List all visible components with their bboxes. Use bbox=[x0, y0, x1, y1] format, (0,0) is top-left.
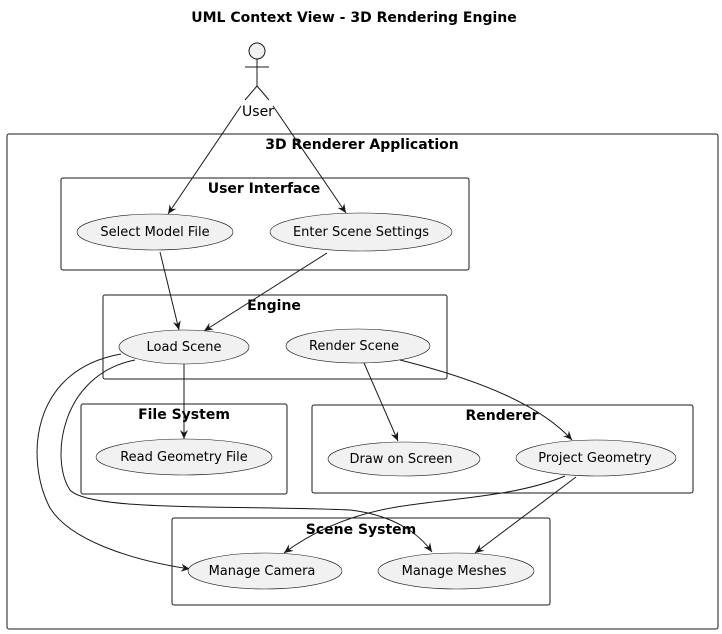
usecase-manage-camera-shape[interactable] bbox=[187, 552, 343, 590]
relation-render-scene-draw-screen bbox=[363, 362, 399, 442]
usecase-draw-on-screen-shape[interactable] bbox=[327, 441, 481, 477]
usecase-render-scene-shape[interactable] bbox=[285, 328, 431, 364]
usecase-load-scene-shape[interactable] bbox=[118, 329, 250, 365]
usecase-render-scene-label: Render Scene bbox=[309, 339, 399, 354]
usecase-read-geometry-file-shape[interactable] bbox=[95, 438, 273, 476]
relations bbox=[36, 105, 577, 572]
actor-user bbox=[244, 42, 270, 101]
package-user-interface: User Interface bbox=[60, 177, 470, 271]
diagram-title: UML Context View - 3D Rendering Engine bbox=[191, 10, 517, 26]
package-scene-system: Scene System bbox=[171, 517, 551, 606]
package-user-interface-title: User Interface bbox=[208, 181, 321, 197]
usecase-manage-camera-label: Manage Camera bbox=[209, 564, 316, 579]
actor-user-label: User bbox=[242, 104, 274, 120]
package-application: 3D Renderer Application bbox=[6, 133, 719, 630]
usecase-manage-camera[interactable]: Manage Camera bbox=[187, 552, 343, 590]
relation-enter-settings-load-scene bbox=[203, 252, 328, 332]
usecase-render-scene[interactable]: Render Scene bbox=[285, 328, 431, 364]
usecase-select-model-file-shape[interactable] bbox=[76, 213, 234, 251]
actor-user-leg-right bbox=[256, 85, 270, 101]
usecase-enter-scene-settings[interactable]: Enter Scene Settings bbox=[269, 212, 453, 252]
package-renderer-title: Renderer bbox=[465, 408, 538, 424]
relation-user-select-model bbox=[167, 105, 242, 215]
usecase-load-scene-label: Load Scene bbox=[147, 340, 222, 355]
relation-select-model-load-scene bbox=[159, 251, 181, 331]
usecase-read-geometry-file-label: Read Geometry File bbox=[120, 450, 248, 465]
usecase-select-model-file[interactable]: Select Model File bbox=[76, 213, 234, 251]
usecase-load-scene[interactable]: Load Scene bbox=[118, 329, 250, 365]
usecase-select-model-file-label: Select Model File bbox=[100, 225, 209, 240]
relation-project-geometry-manage-meshes bbox=[474, 476, 577, 554]
package-application-title: 3D Renderer Application bbox=[265, 137, 458, 153]
usecase-enter-scene-settings-label: Enter Scene Settings bbox=[293, 225, 429, 240]
relation-user-enter-settings bbox=[272, 105, 347, 214]
relation-project-geometry-manage-camera bbox=[283, 475, 566, 554]
package-scene-system-title: Scene System bbox=[306, 522, 417, 538]
relation-render-scene-project-geometry bbox=[399, 359, 573, 441]
relation-load-scene-manage-camera bbox=[36, 353, 191, 572]
usecase-read-geometry-file[interactable]: Read Geometry File bbox=[95, 438, 273, 476]
relation-load-scene-manage-meshes bbox=[60, 359, 433, 553]
usecase-project-geometry-label: Project Geometry bbox=[538, 451, 652, 466]
usecase-enter-scene-settings-shape[interactable] bbox=[269, 212, 453, 252]
package-engine: Engine bbox=[102, 294, 448, 380]
package-scene-system-frame bbox=[171, 517, 551, 606]
usecase-manage-meshes[interactable]: Manage Meshes bbox=[377, 552, 535, 590]
package-engine-title: Engine bbox=[247, 298, 301, 314]
usecase-draw-on-screen[interactable]: Draw on Screen bbox=[327, 441, 481, 477]
actor-user-head bbox=[248, 42, 266, 60]
usecase-project-geometry[interactable]: Project Geometry bbox=[515, 439, 677, 477]
package-user-interface-frame bbox=[60, 177, 470, 271]
actor-user-leg-left bbox=[244, 85, 258, 101]
usecase-draw-on-screen-label: Draw on Screen bbox=[349, 452, 452, 467]
package-application-frame bbox=[6, 133, 719, 630]
usecase-project-geometry-shape[interactable] bbox=[515, 439, 677, 477]
usecase-manage-meshes-label: Manage Meshes bbox=[402, 564, 507, 579]
package-engine-frame bbox=[102, 294, 448, 380]
usecase-manage-meshes-shape[interactable] bbox=[377, 552, 535, 590]
